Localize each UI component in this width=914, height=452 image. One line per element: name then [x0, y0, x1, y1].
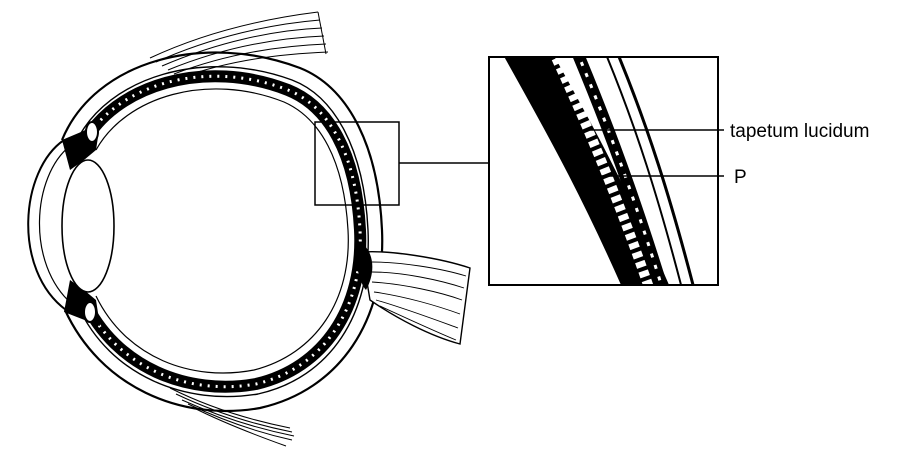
- lens: [62, 160, 114, 292]
- detail-enlargement: [489, 40, 718, 320]
- tapetum-lucidum-label: tapetum lucidum: [730, 121, 869, 142]
- optic-nerve: [356, 240, 470, 344]
- p-label: P: [734, 167, 747, 188]
- choroid-retina-layer: [82, 76, 360, 386]
